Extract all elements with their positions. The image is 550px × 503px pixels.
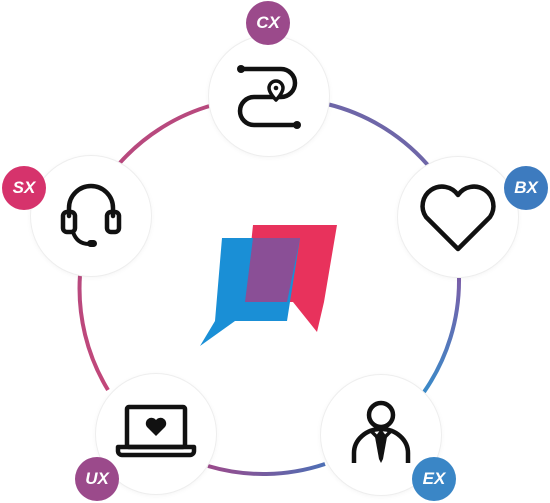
cx-node bbox=[209, 36, 329, 156]
bx-badge: BX bbox=[504, 166, 548, 210]
heart-icon bbox=[420, 184, 496, 252]
ux-badge: UX bbox=[75, 457, 119, 501]
ring-segment-bx-ex bbox=[422, 277, 462, 394]
route-pin-icon bbox=[237, 65, 301, 129]
employee-tie-icon bbox=[351, 400, 411, 463]
laptop-heart-icon bbox=[115, 404, 197, 458]
ring-segment-ex-ux bbox=[207, 462, 326, 477]
ring-segment-cx-bx bbox=[326, 102, 434, 172]
bx-node bbox=[398, 157, 518, 277]
cx-badge: CX bbox=[246, 1, 290, 45]
ring-segment-sx-cx bbox=[116, 103, 214, 167]
ring-segment-ux-sx bbox=[77, 274, 110, 392]
speech-bubbles-logo bbox=[200, 225, 337, 346]
sx-node bbox=[31, 156, 151, 276]
sx-badge: SX bbox=[2, 166, 46, 210]
headset-icon bbox=[60, 183, 122, 247]
ex-badge: EX bbox=[412, 457, 456, 501]
